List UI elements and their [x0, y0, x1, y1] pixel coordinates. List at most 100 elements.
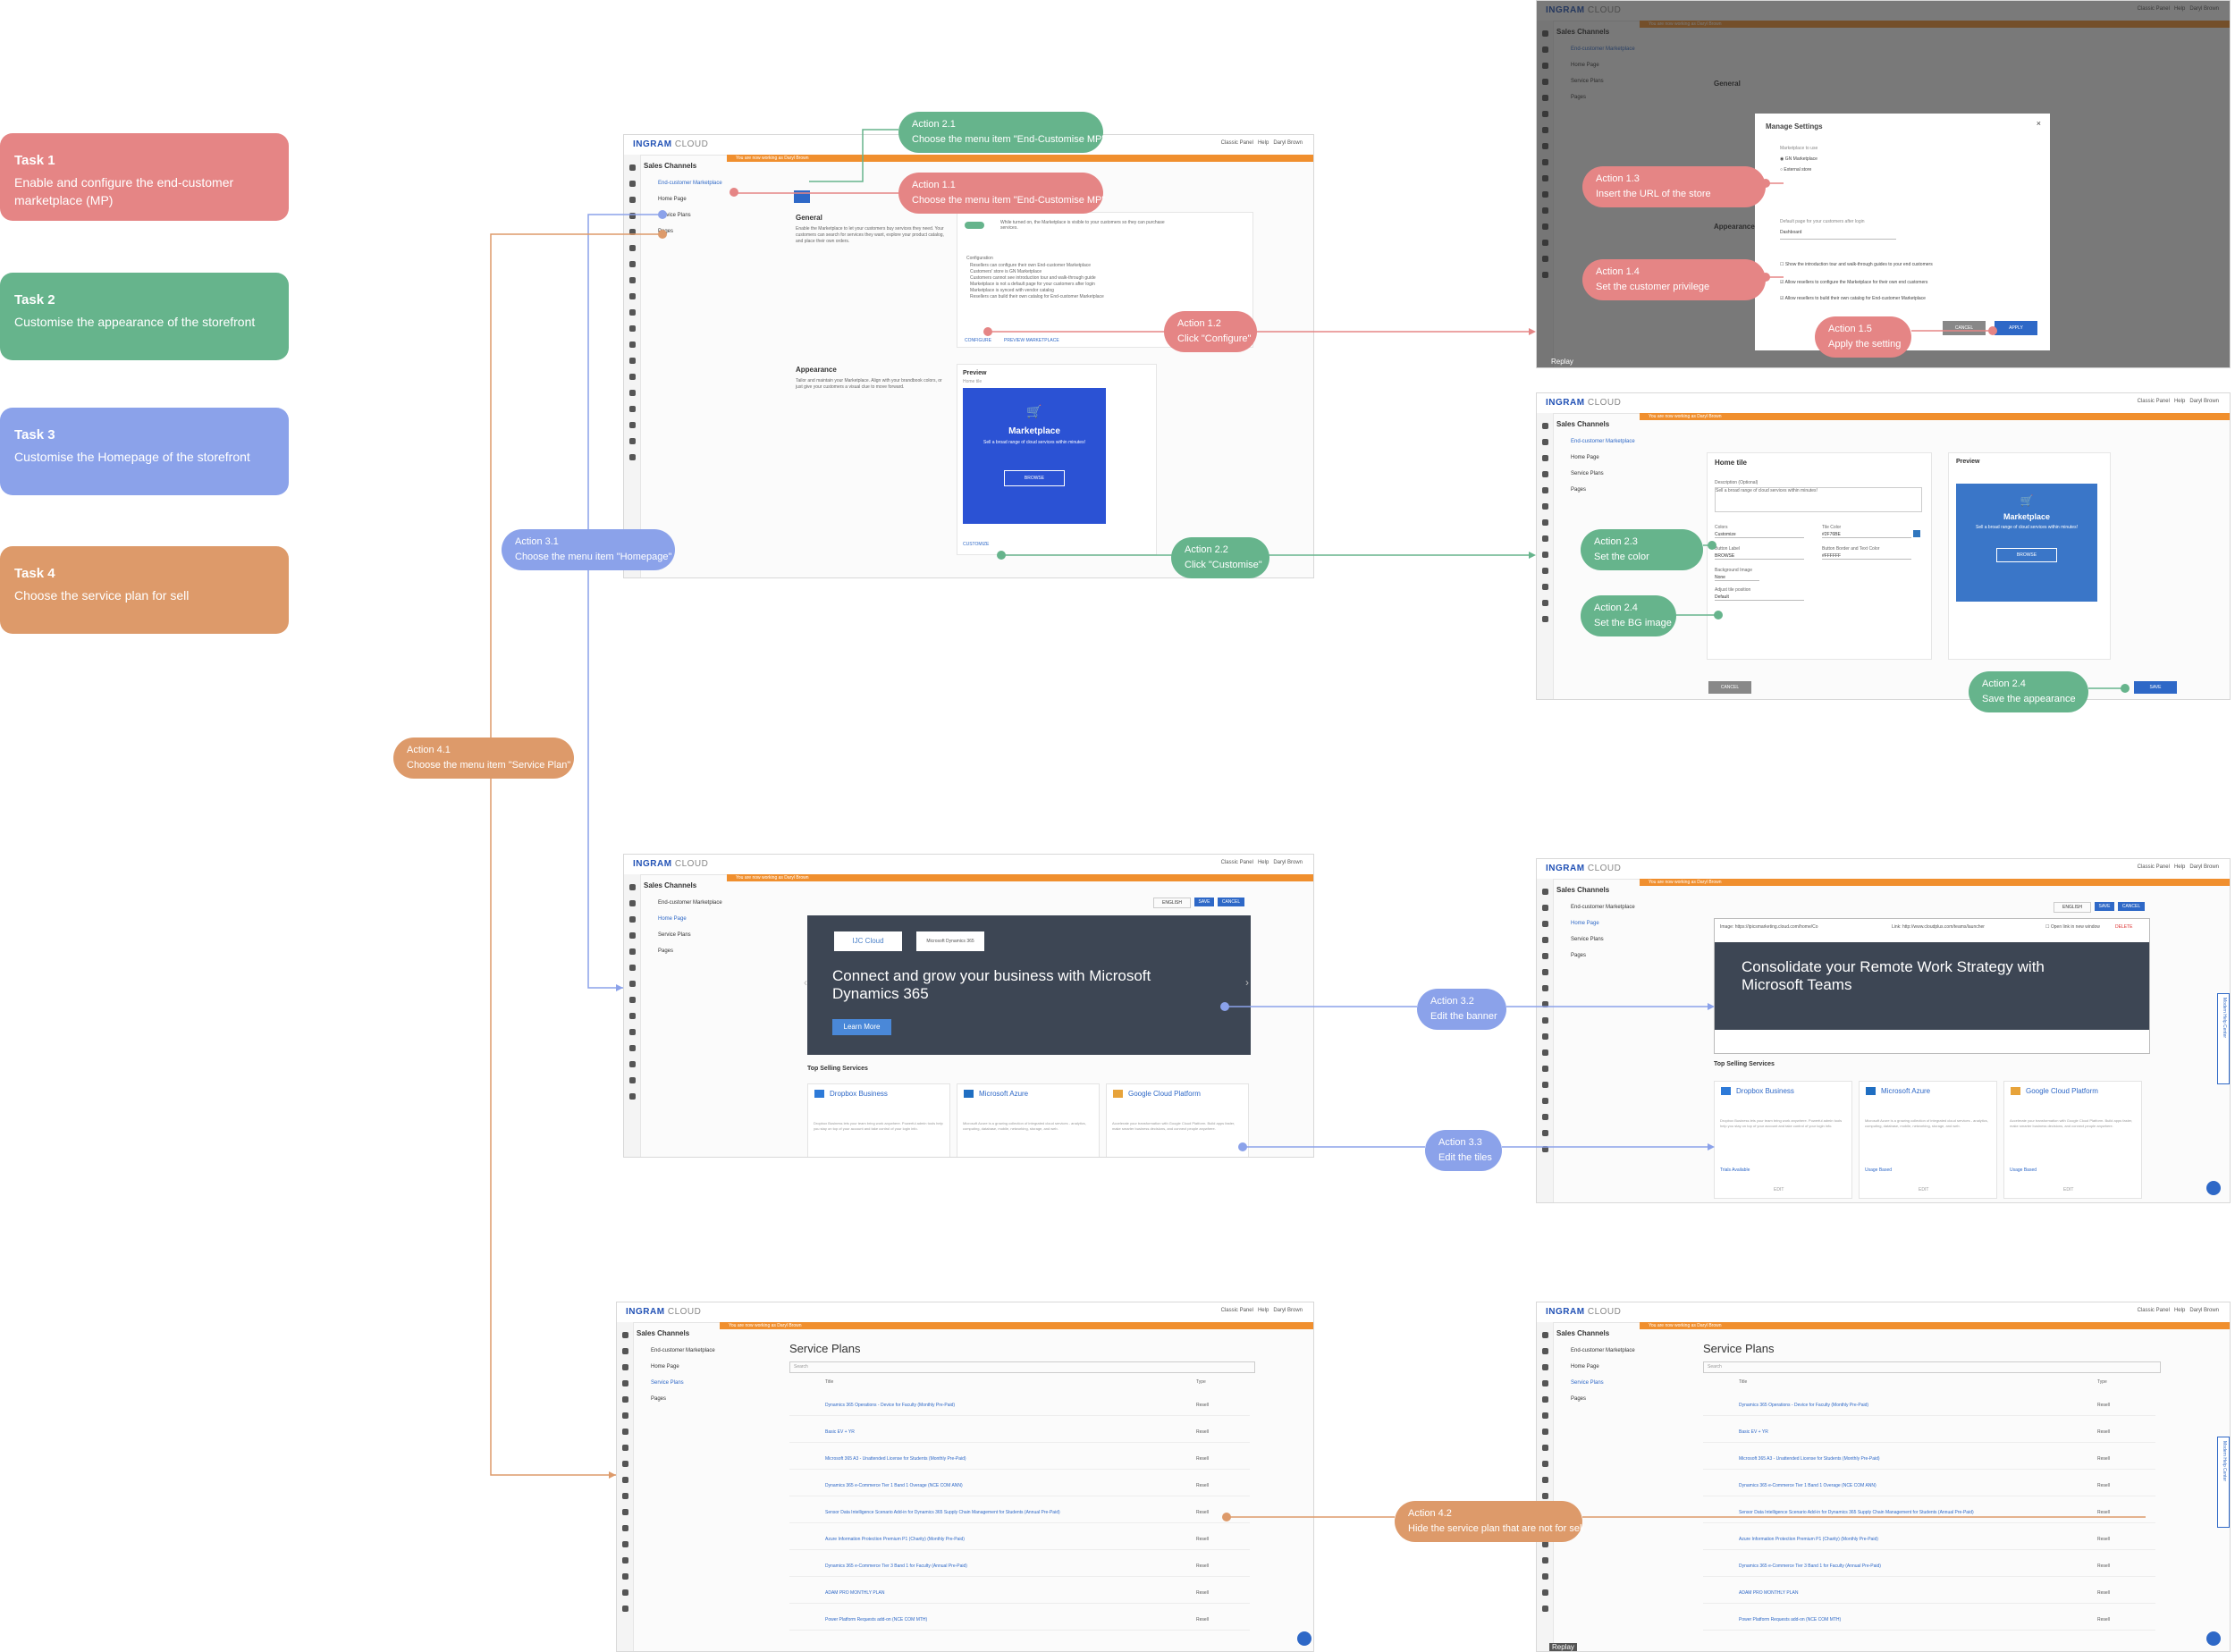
image-url-field[interactable]: Image: https://ipicsmarketing.cloud.com/…	[1720, 924, 1818, 930]
configure-link[interactable]: CONFIGURE	[965, 338, 991, 343]
nav-pages[interactable]: Pages	[658, 948, 674, 954]
nav-plans[interactable]: Service Plans	[651, 1380, 684, 1386]
learn-more-button[interactable]: Learn More	[832, 1019, 891, 1035]
colors-select[interactable]: Customize	[1715, 532, 1804, 538]
search-input[interactable]: Search	[789, 1361, 1255, 1373]
cancel-button[interactable]: CANCEL	[1708, 681, 1751, 694]
plan-title[interactable]: Azure Information Protection Premium P1 …	[1739, 1537, 1878, 1542]
service-tile[interactable]: Dropbox Business Dropbox Business lets y…	[807, 1083, 950, 1157]
language-select[interactable]: ENGLISH	[2054, 902, 2091, 913]
radio-gn-marketplace[interactable]: ◉ GN Marketplace	[1780, 156, 1818, 162]
cancel-button[interactable]: CANCEL	[1943, 321, 1986, 335]
nav-home[interactable]: Home Page	[1571, 455, 1599, 460]
plan-title[interactable]: ADAM PRO MONTHLY PLAN	[825, 1590, 885, 1596]
delete-button[interactable]: DELETE	[2115, 924, 2133, 930]
nav-end-customer[interactable]: End-customer Marketplace	[1571, 1348, 1635, 1353]
nav-plans[interactable]: Service Plans	[1571, 937, 1604, 942]
edit-tile-button[interactable]: EDIT	[1774, 1187, 1784, 1193]
plan-title[interactable]: Sensor Data Intelligence Scenario Add-in…	[825, 1510, 1060, 1515]
btn-color-input[interactable]: #FFFFFF	[1822, 553, 1911, 560]
plan-title[interactable]: Sensor Data Intelligence Scenario Add-in…	[1739, 1510, 1974, 1515]
service-tile[interactable]: Google Cloud Platform Accelerate your tr…	[1106, 1083, 1249, 1157]
edit-tile-button[interactable]: EDIT	[2063, 1187, 2074, 1193]
nav-plans[interactable]: Service Plans	[1571, 471, 1604, 476]
top-links[interactable]: Classic Panel Help Daryl Brown	[2137, 1308, 2219, 1313]
cancel-button[interactable]: CANCEL	[2118, 902, 2145, 911]
radio-external-store[interactable]: ○ External store	[1780, 167, 1812, 173]
plan-title[interactable]: Basic EV + YR	[1739, 1429, 1768, 1435]
tile-color-swatch[interactable]	[1913, 530, 1920, 537]
icon-rail[interactable]	[624, 874, 641, 1157]
mp-toggle[interactable]	[965, 222, 984, 229]
tile-color-input[interactable]: #2F76BE	[1822, 532, 1911, 538]
nav-end-customer[interactable]: End-customer Marketplace	[1571, 905, 1635, 910]
nav-end-customer[interactable]: End-customer Marketplace	[658, 181, 722, 186]
help-center-tab[interactable]: Modern Help Center	[2217, 993, 2230, 1084]
chat-icon[interactable]	[2206, 1181, 2221, 1195]
chat-icon[interactable]	[2206, 1631, 2221, 1646]
browse-button[interactable]: BROWSE	[1996, 548, 2057, 562]
plan-title[interactable]: Dynamics 365 Operations - Device for Fac…	[1739, 1403, 1869, 1408]
nav-plans[interactable]: Service Plans	[658, 213, 691, 218]
save-button[interactable]: SAVE	[2095, 902, 2114, 911]
icon-rail[interactable]	[617, 1322, 634, 1651]
plan-title[interactable]: Basic EV + YR	[825, 1429, 855, 1435]
plan-title[interactable]: Microsoft 365 A3 - Unattended License fo…	[1739, 1456, 1880, 1462]
hero-banner[interactable]: IJC Cloud Microsoft Dynamics 365 Connect…	[804, 915, 1251, 1055]
plan-title[interactable]: ADAM PRO MONTHLY PLAN	[1739, 1590, 1799, 1596]
desc-input[interactable]: Sell a broad range of cloud services wit…	[1715, 487, 1922, 512]
service-tile[interactable]: Microsoft Azure Microsoft Azure is a gro…	[957, 1083, 1100, 1157]
nav-home[interactable]: Home Page	[651, 1364, 679, 1370]
replay-label[interactable]: Replay	[1549, 1643, 1577, 1651]
close-icon[interactable]: ×	[2036, 119, 2041, 128]
nav-end-customer[interactable]: End-customer Marketplace	[651, 1348, 715, 1353]
icon-rail[interactable]	[1537, 413, 1554, 699]
plan-title[interactable]: Azure Information Protection Premium P1 …	[825, 1537, 965, 1542]
plan-title[interactable]: Dynamics 365 e-Commerce Tier 3 Band 1 fo…	[1739, 1564, 1881, 1569]
plan-title[interactable]: Power Platform Requests add-on (NCE COM …	[825, 1617, 928, 1622]
save-button[interactable]: SAVE	[2134, 681, 2177, 694]
nav-end-customer[interactable]: End-customer Marketplace	[1571, 439, 1635, 444]
icon-rail[interactable]	[624, 155, 641, 577]
top-links[interactable]: Classic Panel Help Daryl Brown	[2137, 864, 2219, 870]
nav-pages[interactable]: Pages	[1571, 487, 1587, 493]
cancel-button[interactable]: CANCEL	[1218, 898, 1244, 906]
top-links[interactable]: Classic Panel Help Daryl Brown	[1220, 1308, 1303, 1313]
edit-tile-button[interactable]: EDIT	[1919, 1187, 1929, 1193]
checkbox-reseller-catalog[interactable]: ☑ Allow resellers to build their own cat…	[1780, 296, 1926, 301]
top-links[interactable]: Classic Panel Help Daryl Brown	[1220, 860, 1303, 865]
preview-marketplace-link[interactable]: PREVIEW MARKETPLACE	[1004, 338, 1059, 343]
link-url-field[interactable]: Link: http://www.cloudplus.com/teams/lau…	[1892, 924, 1985, 930]
chevron-left-icon[interactable]: ‹	[804, 976, 807, 989]
icon-rail[interactable]	[1537, 879, 1554, 1202]
nav-home[interactable]: Home Page	[658, 916, 687, 922]
replay-label[interactable]: Replay	[1551, 358, 1573, 366]
plan-title[interactable]: Power Platform Requests add-on (NCE COM …	[1739, 1617, 1842, 1622]
default-page-select[interactable]: Dashboard	[1780, 230, 1896, 240]
top-links[interactable]: Classic Panel Help Daryl Brown	[1220, 140, 1303, 146]
search-input[interactable]: Search	[1703, 1361, 2161, 1373]
plan-title[interactable]: Dynamics 365 Operations - Device for Fac…	[825, 1403, 956, 1408]
nav-pages[interactable]: Pages	[1571, 953, 1587, 958]
service-tile[interactable]: Dropbox Business Dropbox Business lets y…	[1714, 1081, 1852, 1199]
nav-home[interactable]: Home Page	[1571, 1364, 1599, 1370]
button-label-input[interactable]: BROWSE	[1715, 553, 1804, 560]
hero-banner[interactable]: Consolidate your Remote Work Strategy wi…	[1715, 942, 2149, 1030]
chevron-right-icon[interactable]: ›	[1245, 976, 1249, 989]
position-select[interactable]: Default	[1715, 594, 1804, 601]
browse-button[interactable]: BROWSE	[1004, 470, 1065, 486]
service-tile[interactable]: Google Cloud Platform Accelerate your tr…	[2003, 1081, 2142, 1199]
apply-button[interactable]: APPLY	[1995, 321, 2037, 335]
chat-icon[interactable]	[1297, 1631, 1311, 1646]
help-center-tab[interactable]: Modern Help Center	[2217, 1437, 2230, 1528]
top-links[interactable]: Classic Panel Help Daryl Brown	[2137, 399, 2219, 404]
nav-home[interactable]: Home Page	[658, 197, 687, 202]
save-button[interactable]: SAVE	[1194, 898, 1214, 906]
plan-title[interactable]: Microsoft 365 A3 - Unattended License fo…	[825, 1456, 966, 1462]
nav-end-customer[interactable]: End-customer Marketplace	[658, 900, 722, 906]
checkbox-intro-tour[interactable]: ☐ Show the introduction tour and walk-th…	[1780, 262, 1933, 267]
nav-plans[interactable]: Service Plans	[1571, 1380, 1604, 1386]
plan-title[interactable]: Dynamics 365 e-Commerce Tier 3 Band 1 fo…	[825, 1564, 967, 1569]
nav-pages[interactable]: Pages	[1571, 1396, 1587, 1402]
nav-pages[interactable]: Pages	[651, 1396, 667, 1402]
